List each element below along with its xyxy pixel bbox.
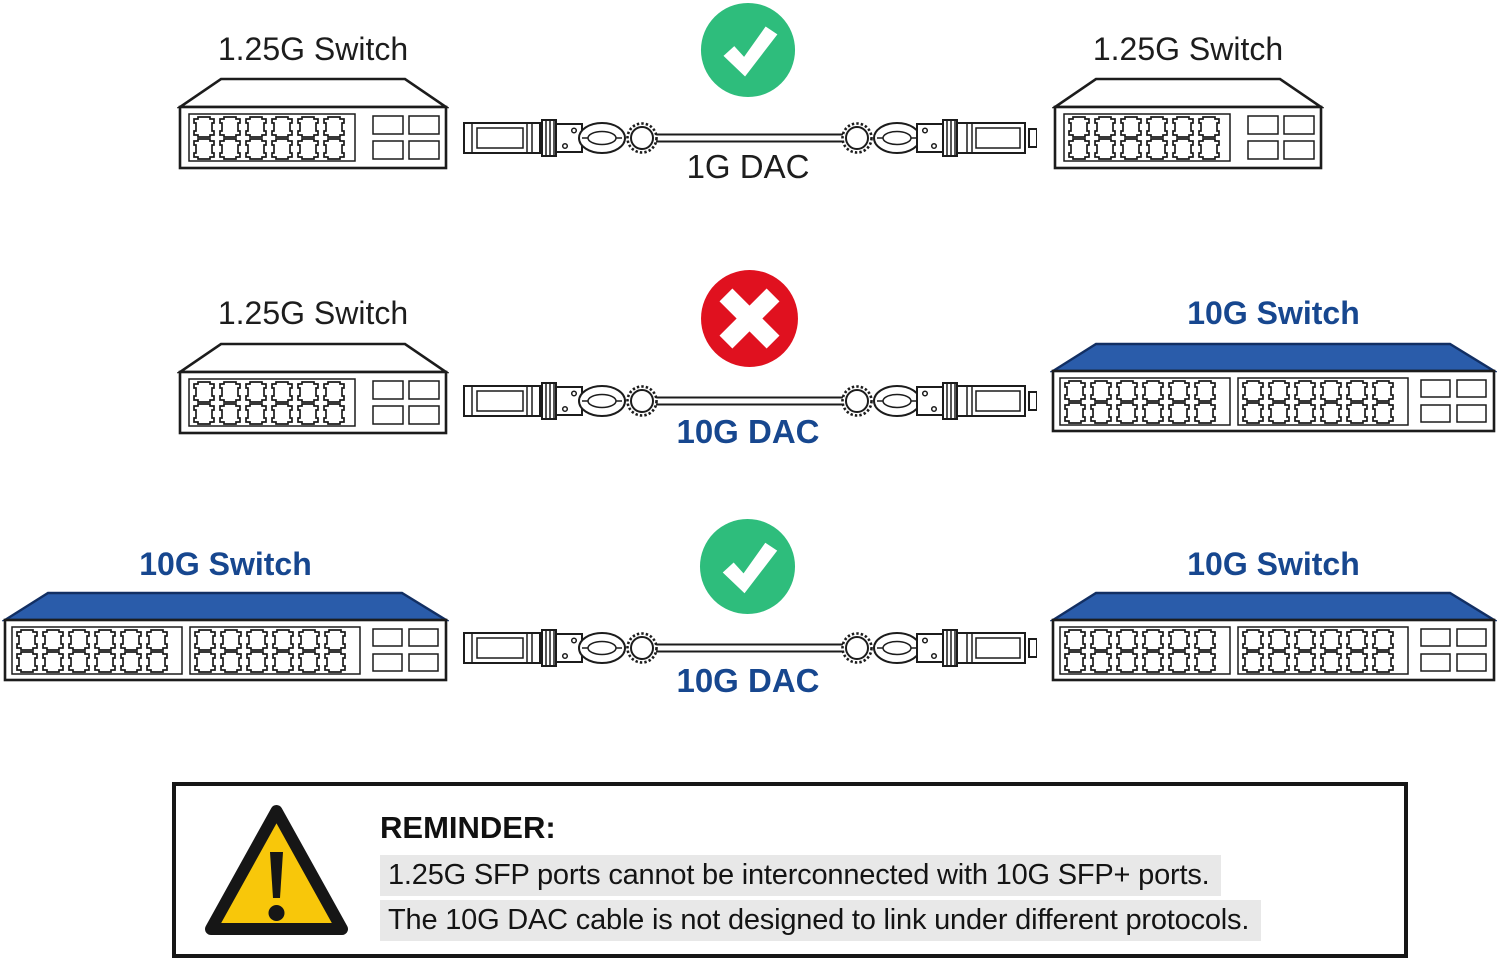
row1-cable-label: 1G DAC [686,148,810,185]
reminder-line-1: 1.25G SFP ports cannot be interconnected… [380,855,1222,896]
switch-10g-illustration [1050,342,1497,433]
switch-1g-illustration [177,76,449,170]
reminder-line-2: The 10G DAC cable is not designed to lin… [380,900,1262,941]
reminder-box: REMINDER: 1.25G SFP ports cannot be inte… [172,782,1408,958]
switch-10g-illustration [1050,591,1497,682]
cross-icon [699,268,800,369]
row1-left-switch-label: 1.25G Switch [217,31,409,67]
row2-right-switch-label: 10G Switch [1187,295,1360,331]
switch-1g-illustration [1052,76,1324,170]
reminder-title: REMINDER: [380,810,556,845]
row2-left-switch-label: 1.25G Switch [217,295,409,331]
warning-triangle-icon [203,802,350,939]
switch-1g-illustration [177,341,449,435]
check-icon [699,1,797,99]
row3-cable-label: 10G DAC [676,662,820,699]
reminder-text-block: REMINDER: 1.25G SFP ports cannot be inte… [380,810,1262,941]
row1-right-switch-label: 1.25G Switch [1092,31,1284,67]
row2-cable-label: 10G DAC [676,413,820,450]
check-icon [698,517,797,616]
row3-right-switch-label: 10G Switch [1187,546,1360,582]
switch-10g-illustration [2,591,449,682]
row3-left-switch-label: 10G Switch [139,546,312,582]
